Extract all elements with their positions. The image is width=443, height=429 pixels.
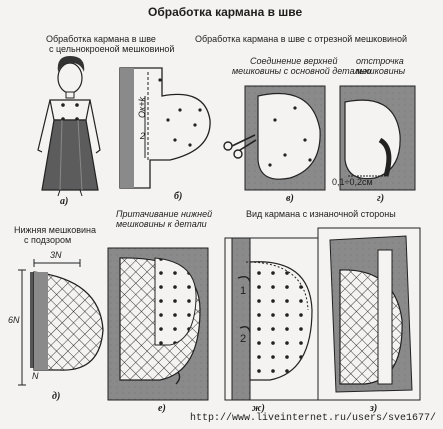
figure-a-dress: [37, 56, 101, 197]
caption-v: в): [286, 193, 294, 204]
label-stitch-2: мешковины: [356, 66, 406, 76]
marker-one: 1: [240, 285, 247, 297]
label-view: Вид кармана с изнаночной стороны: [246, 209, 396, 219]
caption-a: а): [60, 196, 69, 207]
label-join-1: Соединение верхней: [250, 56, 338, 66]
caption-g: г): [377, 193, 385, 204]
label-pull-2: мешковины к детали: [116, 219, 207, 229]
caption-b: б): [174, 191, 183, 202]
caption-z: з): [370, 403, 378, 414]
marker-two: 2: [240, 333, 247, 345]
dim-gap: 0,1÷0,2см: [332, 177, 373, 187]
figure-b-pocket-pattern: [119, 67, 211, 189]
page-title: Обработка кармана в шве: [148, 5, 303, 19]
label-pull-1: Притачивание нижней: [116, 209, 213, 219]
dim-n: N: [32, 371, 39, 381]
figure-v-separate-pocket: [223, 85, 326, 191]
figure-e-attach-bag: [107, 247, 209, 401]
label-cut-in: Обработка кармана в шве: [46, 34, 156, 44]
watermark-url: http://www.liveinternet.ru/users/sve1677…: [190, 413, 437, 424]
label-lower-1: Нижняя мешковина: [14, 225, 97, 235]
dim-3n: 3N: [50, 250, 62, 260]
caption-zh: ж): [252, 403, 265, 414]
figure-zh-reverse-view: [224, 237, 321, 401]
label-join-2: мешковины с основной деталью: [232, 66, 372, 76]
dim-ok: Ок+k: [137, 96, 147, 118]
dim-6n: 6N: [8, 315, 20, 325]
caption-e: е): [158, 403, 166, 414]
label-lower-2: с подзором: [24, 235, 72, 245]
figure-d-lower-bag: [18, 259, 104, 386]
dim-formula: 2: [140, 131, 146, 141]
label-separate: Обработка кармана в шве с отрезной мешко…: [195, 34, 408, 44]
figure-g-stitched-bag: [339, 85, 416, 191]
caption-d: д): [52, 391, 61, 402]
label-stitch-1: отстрочка: [356, 56, 404, 66]
label-cut-in-sub: с цельнокроеной мешковиной: [49, 44, 175, 54]
figure-z-finished-view: [317, 227, 421, 401]
